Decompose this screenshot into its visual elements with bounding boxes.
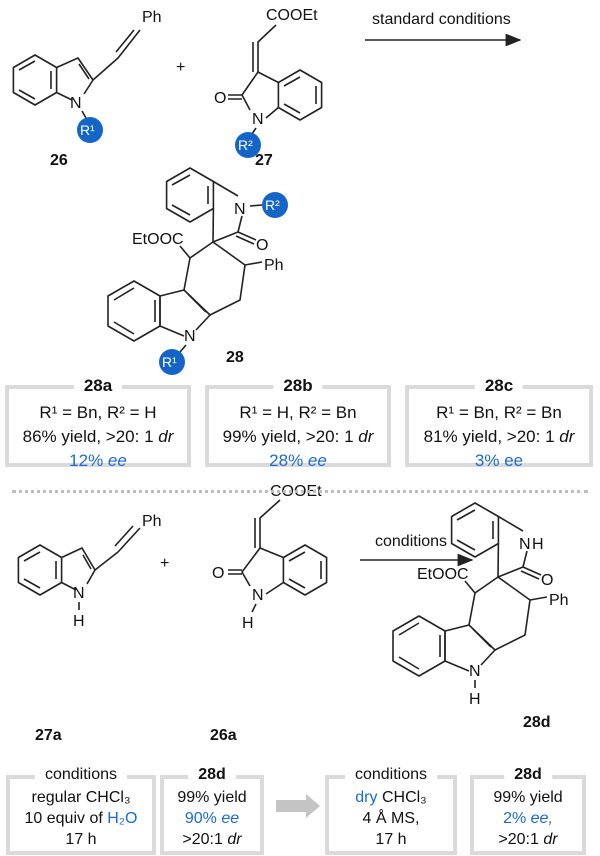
atom-n: N [234,201,246,218]
enantiomeric-excess: 90% ee [184,810,240,827]
dry-result-box: 28d 99% yield 2% ee, >20:1 dr [470,764,586,855]
phenyl-label: Ph [549,592,569,609]
compound-26a-structure: O N H COOEt 26a [210,483,328,744]
r1-label: R¹ [80,122,95,138]
wet-conditions-box: conditions regular CHCl₃ 10 equiv of H₂O… [6,764,156,855]
plus-sign: + [160,555,169,572]
r2-label: R² [265,197,280,213]
enantiomeric-excess: 3% ee [474,451,524,470]
phenyl-label: Ph [142,9,162,26]
dr: >20:1 dr [182,831,242,848]
compound-label-28: 28 [226,349,244,366]
substituents: R¹ = H, R² = Bn [239,403,357,422]
hydrogen-label: H [73,613,85,630]
atom-n: N [184,328,196,345]
time: 17 h [375,831,407,848]
compound-label-27: 27 [255,152,273,169]
dr: >20:1 dr [498,831,558,848]
result-title: 28c [474,374,524,398]
hydrogen-label: H [469,691,481,708]
atom-n: N [252,587,264,604]
hydrogen-label: H [532,536,544,553]
section-divider [12,490,588,493]
box-title: 28d [504,764,552,785]
yield-dr: 99% yield, >20: 1 dr [222,427,374,446]
wet-result-box: 28d 99% yield 90% ee >20:1 dr [160,764,264,855]
result-box-28c: 28c R¹ = Bn, R² = Bn 81% yield, >20: 1 d… [405,374,593,470]
box-title: 28d [188,764,236,785]
solvent: regular CHCl₃ [31,789,131,806]
r1-group-badge [159,349,185,375]
compound-26-structure: N Ph R¹ 26 [12,9,162,169]
substituents: R¹ = Bn, R² = Bn [436,403,562,422]
atom-n: N [73,585,85,602]
ester-label: COOEt [266,7,318,24]
compound-label-28d: 28d [523,714,551,731]
result-title: 28a [73,374,123,398]
dry-conditions-box: conditions dry CHCl₃ 4 Å MS, 17 h [325,764,457,855]
yield: 99% yield [177,789,247,806]
atom-n: N [252,111,264,128]
yield-dr: 86% yield, >20: 1 dr [22,427,174,446]
plus-sign: + [176,59,185,76]
compound-label-26: 26 [50,152,68,169]
result-box-28a: 28a R¹ = Bn, R² = H 86% yield, >20: 1 dr… [5,374,191,470]
result-box-28b: 28b R¹ = H, R² = Bn 99% yield, >20: 1 dr… [205,374,391,470]
oxygen-label: O [212,565,224,582]
enantiomeric-excess: 2% ee, [503,810,553,827]
time: 17 h [65,831,97,848]
ester-label: EtOOC [417,566,469,583]
phenyl-label: Ph [264,257,284,274]
r2-group-badge [262,192,288,218]
atom-n: N [469,663,481,680]
compound-28-structure: N O EtOOC Ph N R² R¹ 28 [107,167,288,375]
enantiomeric-excess: 12% ee [69,451,127,470]
arrow-conditions-text: conditions [375,533,447,550]
oxygen-label: O [541,572,553,589]
r1-group-badge [77,117,103,143]
oxygen-label: O [256,237,268,254]
yield-dr: 81% yield, >20: 1 dr [423,427,575,446]
r2-label: R² [238,137,253,153]
ester-label: EtOOC [132,231,184,248]
hydrogen-label: H [242,615,254,632]
arrow-conditions-text: standard conditions [372,11,511,28]
oxygen-label: O [214,90,226,107]
molecular-sieves: 4 Å MS, [362,810,420,827]
yield: 99% yield [493,789,563,806]
compound-label-26a: 26a [210,727,237,744]
solvent: dry CHCl₃ [355,789,427,806]
atom-n: N [70,95,82,112]
r1-label: R¹ [162,354,177,370]
r2-group-badge [235,132,261,158]
compound-label-27a: 27a [35,727,62,744]
phenyl-label: Ph [142,513,162,530]
compound-27a-structure: N H Ph 27a [17,513,162,744]
compound-28d-structure: N H O EtOOC Ph N H 28d [392,502,569,731]
atom-n: N [519,536,531,553]
compound-27-structure: O N COOEt R² 27 [214,7,323,169]
box-title: conditions [34,764,128,785]
result-title: 28b [273,374,323,398]
comparison-arrow-icon [276,794,320,818]
enantiomeric-excess: 28% ee [269,451,327,470]
substituents: R¹ = Bn, R² = H [39,403,157,422]
additive: 10 equiv of H₂O [24,810,138,827]
box-title: conditions [344,764,438,785]
